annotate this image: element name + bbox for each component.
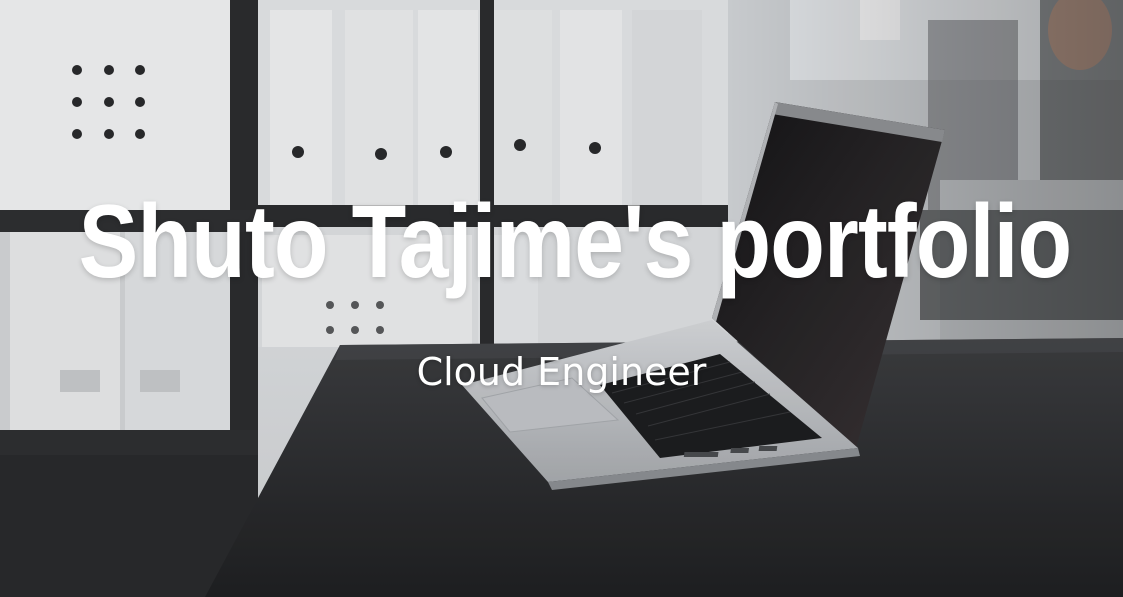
page-subtitle: Cloud Engineer <box>416 350 707 394</box>
page-title: Shuto Tajime's portfolio <box>78 184 1073 300</box>
